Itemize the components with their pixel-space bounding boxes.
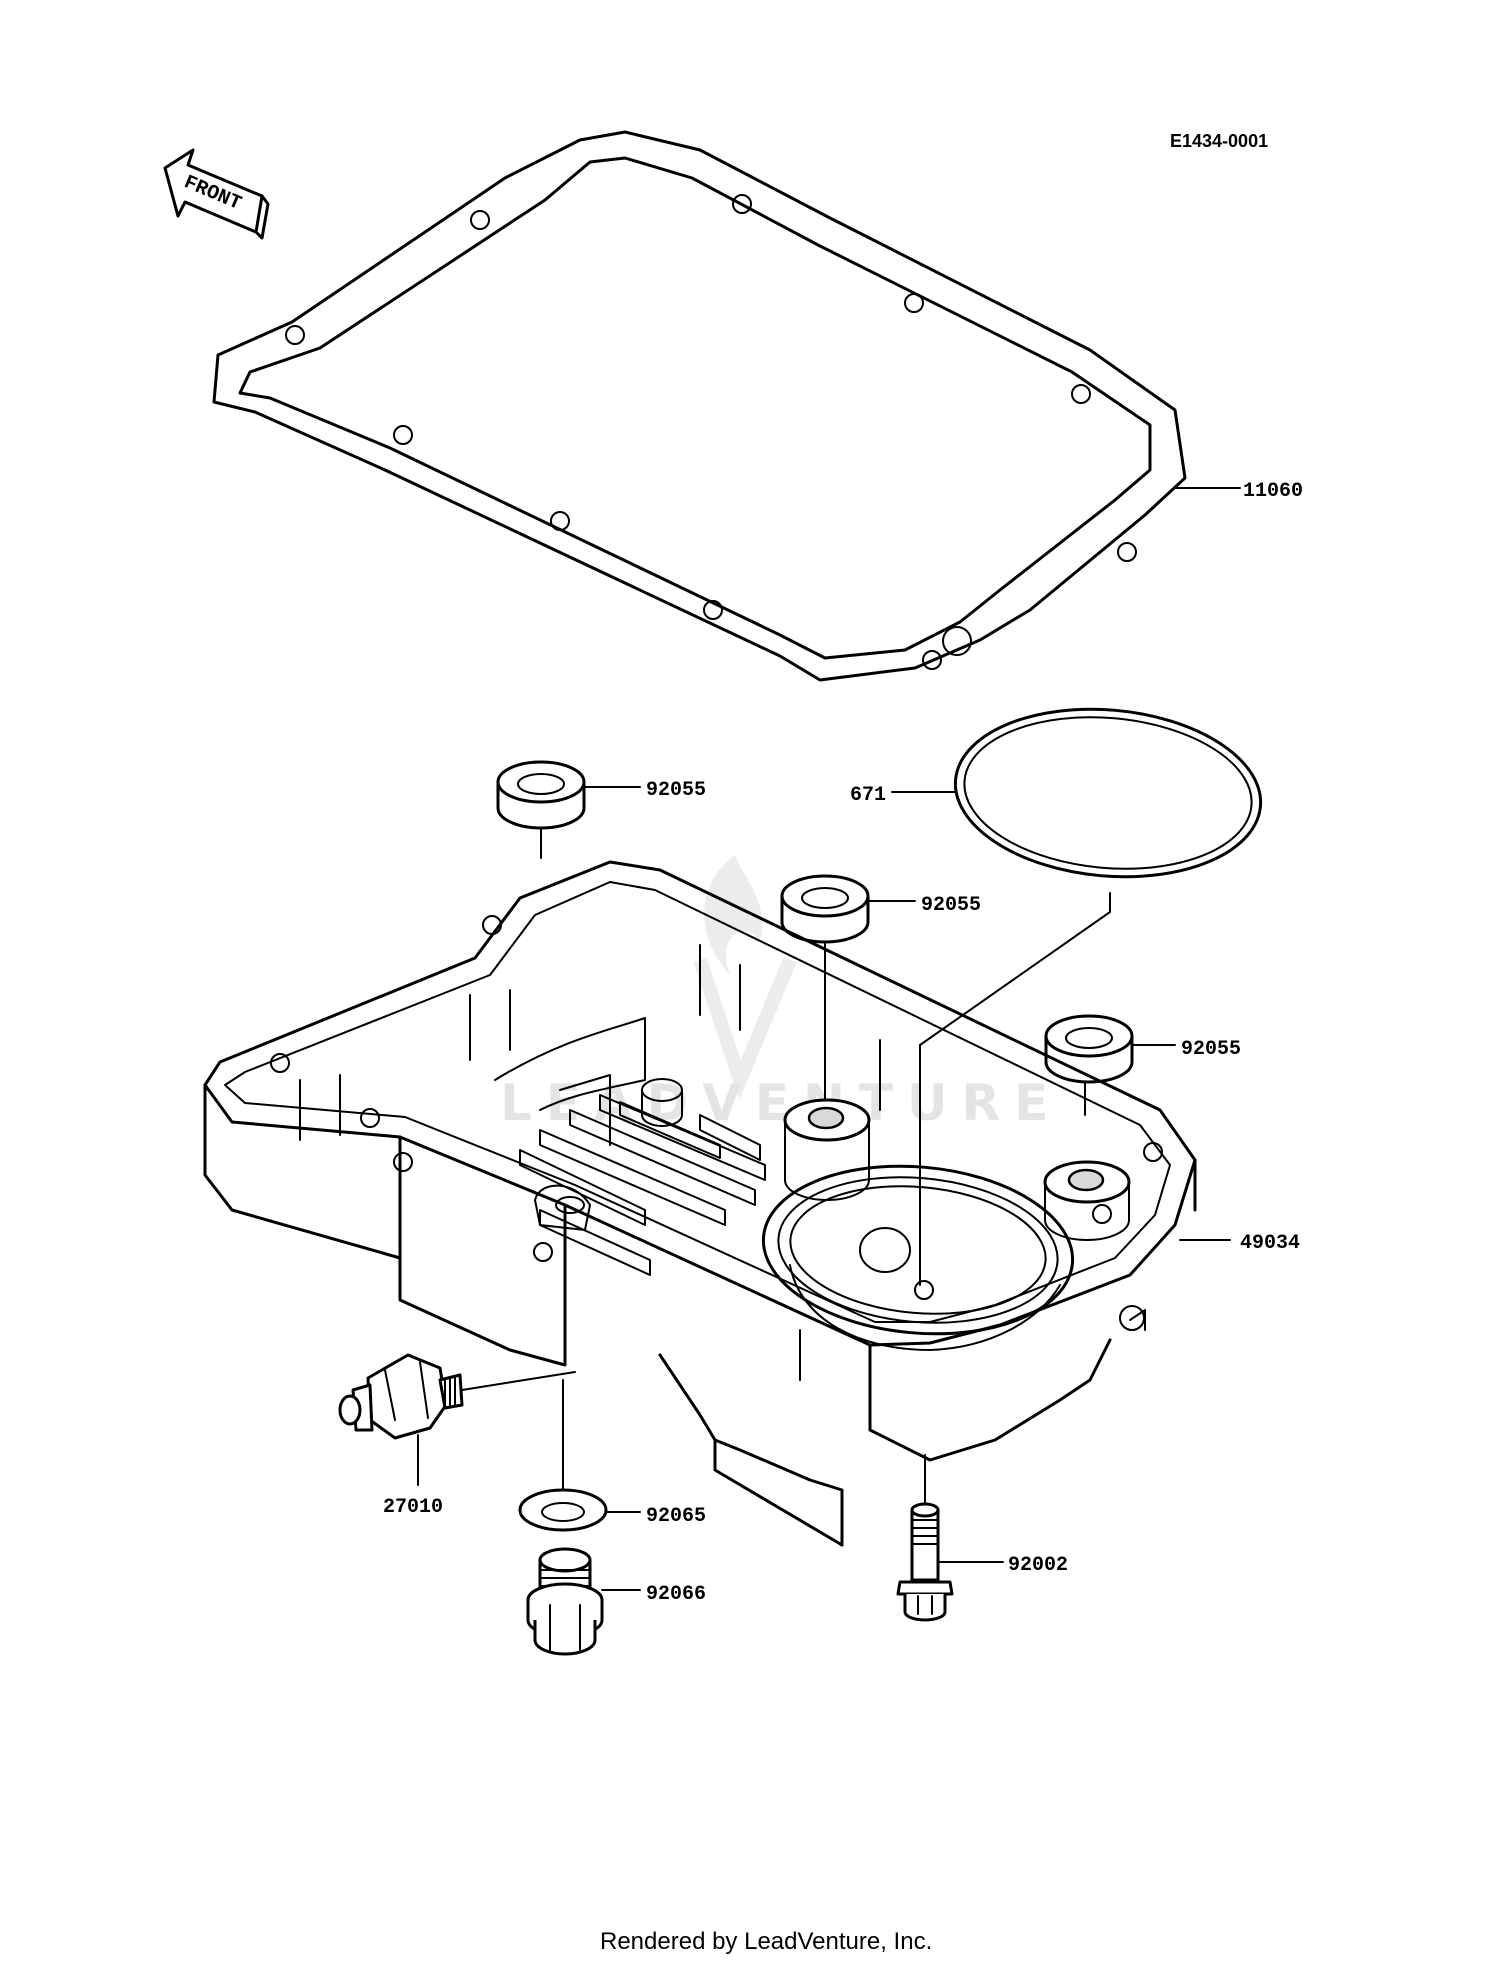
collar-right: 92055	[1044, 1014, 1241, 1116]
oil-pressure-switch: 27010	[338, 1353, 576, 1519]
part-number-671: 671	[850, 784, 886, 807]
gasket: 11060	[212, 130, 1303, 682]
front-arrow-icon: FRONT	[163, 148, 270, 240]
front-label: FRONT	[180, 171, 244, 216]
part-number-49034: 49034	[1240, 1232, 1300, 1255]
part-number-92055-right: 92055	[1181, 1038, 1241, 1061]
washer: 92065	[518, 1379, 706, 1532]
collar-center: 92055	[780, 874, 981, 944]
bolt: 92002	[896, 1454, 1068, 1622]
reference-code: E1434-0001	[1170, 131, 1268, 151]
drain-plug: 92066	[526, 1547, 706, 1656]
part-number-92002: 92002	[1008, 1554, 1068, 1577]
collar-left: 92055	[496, 760, 706, 859]
part-number-92066: 92066	[646, 1583, 706, 1606]
footer-credit: Rendered by LeadVenture, Inc.	[600, 1928, 932, 1955]
watermark: LEADVENTURE	[500, 855, 1062, 1132]
o-ring: 671	[850, 707, 1263, 1046]
baffle-ribs	[519, 1094, 766, 1276]
part-number-27010: 27010	[383, 1496, 443, 1519]
part-number-11060: 11060	[1243, 480, 1303, 503]
part-number-92065: 92065	[646, 1505, 706, 1528]
part-number-92055-center: 92055	[921, 894, 981, 917]
part-number-92055-left: 92055	[646, 779, 706, 802]
oil-pan: 49034	[203, 860, 1300, 1547]
watermark-text: LEADVENTURE	[500, 1074, 1062, 1132]
